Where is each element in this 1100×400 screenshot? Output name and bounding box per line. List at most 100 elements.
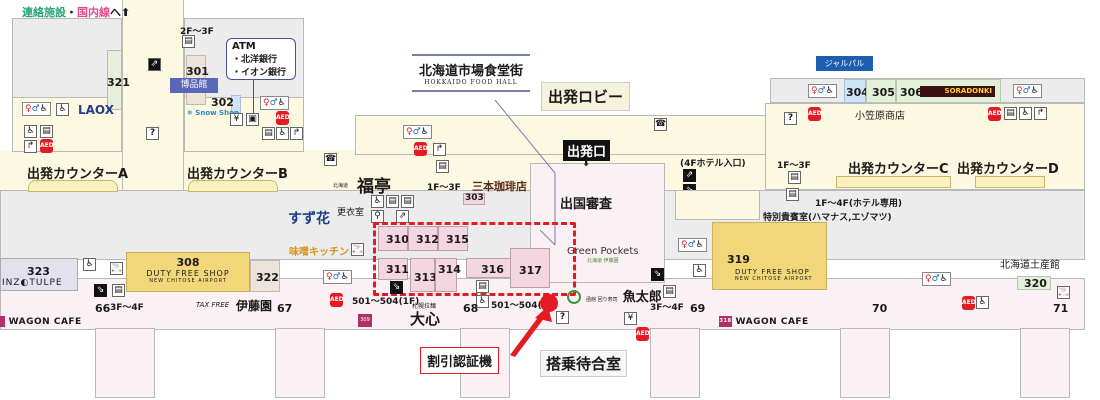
badge-307-icon (0, 316, 5, 327)
shop-303[interactable] (463, 193, 485, 205)
ogasawara-label[interactable]: 小笠原商店 (855, 111, 905, 122)
elevator-icon: ▤ (786, 188, 799, 201)
shop-315[interactable] (438, 226, 468, 251)
dreamer-logo[interactable]: ジャルパル (816, 56, 873, 71)
elevator-icon: ▤ (476, 280, 489, 293)
hakuhinkan-logo[interactable]: 博品館 (170, 78, 218, 93)
shop-315-number: 315 (446, 233, 469, 246)
wagon-cafe-west-label: WAGON CAFE (8, 317, 82, 327)
info-icon[interactable]: ? (556, 311, 569, 324)
shop-322[interactable] (250, 260, 280, 292)
departure-lobby-label: 出発ロビー (541, 82, 631, 111)
atm-bank: ・イオン銀行 (232, 68, 287, 78)
escalator-icon: ⇘ (390, 281, 403, 294)
gate-pier-70 (840, 328, 890, 398)
elevator-icon: ▤ (182, 35, 195, 48)
green-pockets-name: Green Pockets (567, 246, 639, 257)
shop-319[interactable] (712, 222, 827, 290)
sanbon-coffee-logo[interactable]: 三本珈琲店 (472, 180, 527, 193)
gate-pier-71 (1020, 328, 1070, 398)
itoen-label[interactable]: 伊藤園 (236, 299, 273, 313)
restroom-icon: ♀♂♿ (678, 238, 707, 252)
uotaro-emblem-icon (567, 289, 581, 304)
miso-kitchen-logo[interactable]: 味噌キッチン (289, 247, 349, 258)
departure-gate-label: 出発口 (563, 140, 611, 161)
shop-302-number: 302 (211, 96, 234, 109)
shop-304[interactable] (844, 79, 866, 103)
elevator-icon: ▤ (262, 127, 275, 140)
money-exchange-icon: ¥ (624, 312, 637, 325)
telephone-icon: ☎ (654, 118, 667, 131)
shop-311[interactable] (378, 258, 408, 280)
discount-validator-callout: 割引認証機 (420, 347, 500, 374)
taishin-logo[interactable]: 大心 (410, 310, 441, 328)
restroom-icon: ♀♂♿ (260, 96, 289, 110)
uotaro-prefix: 函館 回り寿司 (586, 297, 618, 303)
shop-304-number: 304 (846, 86, 869, 99)
gate-pier-69 (650, 328, 700, 398)
soradonki-logo[interactable]: SORADONKI (920, 86, 995, 97)
smoking-room-icon: 🚬 (351, 243, 364, 256)
shop-319-number: 319 (727, 253, 750, 266)
tax-free-label: TAX FREE (196, 301, 230, 309)
gate-71-number: 71 (1053, 302, 1069, 315)
atm-bank: ・北洋銀行 (232, 55, 278, 65)
shop-314-number: 314 (438, 263, 461, 276)
badge-318: 318 (719, 316, 732, 327)
fukutei-logo[interactable]: 福亭 (357, 177, 391, 197)
floor-note-1f-3f: 1F〜3F (777, 161, 811, 171)
shop-305-number: 305 (872, 86, 895, 99)
shop-314[interactable] (435, 258, 457, 292)
gate-67-number: 67 (277, 302, 293, 315)
shop-312-number: 312 (416, 233, 439, 246)
arrow-up-icon: ⬆ (121, 6, 131, 19)
duty-free-sub: NEW CHITOSE AIRPORT (149, 278, 227, 284)
insz-tulpe-logo[interactable]: INZ◐TULPE (2, 278, 63, 288)
shop-317[interactable] (510, 248, 550, 288)
aed-icon: AED (414, 142, 428, 156)
shop-308[interactable]: 308 DUTY FREE SHOP NEW CHITOSE AIRPORT (126, 252, 250, 292)
wheelchair-icon: ♿ (24, 125, 37, 138)
wagon-cafe-east[interactable]: 318 WAGON CAFE (719, 316, 809, 327)
shop-302[interactable] (231, 95, 241, 113)
elevator-icon: ▤ (112, 284, 125, 297)
uotaro-name: 魚太郎 (622, 290, 662, 305)
wagon-cafe-west[interactable]: WAGON CAFE (0, 316, 82, 327)
smoking-area-icon: ↱ (24, 140, 37, 153)
smoking-area-icon: ↱ (1034, 107, 1047, 120)
shop-305[interactable] (866, 79, 896, 103)
duty-free-sub: NEW CHITOSE AIRPORT (735, 276, 813, 282)
shop-313-number: 313 (414, 271, 437, 284)
badge-309[interactable]: 309 (358, 314, 372, 327)
info-icon[interactable]: ? (784, 112, 797, 125)
green-pockets-sub: 北海道 伊藤園 (586, 258, 619, 264)
info-icon[interactable]: ? (146, 127, 159, 140)
green-pockets-logo[interactable]: Green Pockets 北海道 伊藤園 (567, 246, 638, 264)
nursing-room-icon: ♿ (56, 103, 69, 116)
shop-320[interactable] (1017, 276, 1051, 290)
restroom-icon: ♀♂♿ (808, 84, 837, 98)
smoking-area-icon: ↱ (290, 127, 303, 140)
shop-310[interactable] (378, 226, 408, 251)
discount-validator-location[interactable] (540, 294, 558, 312)
laox-logo[interactable]: LAOX (78, 103, 114, 117)
counter-b-desk (188, 180, 278, 192)
shop-313[interactable] (410, 258, 435, 292)
smoking-room-icon: 🚬 (1057, 286, 1070, 299)
gate-pier-67 (275, 328, 325, 398)
counter-d-label: 出発カウンターD (957, 162, 1059, 177)
boarding-lounge-label: 搭乗待合室 (540, 350, 628, 377)
nursing-room-icon: ♿ (693, 264, 706, 277)
shop-323[interactable] (0, 258, 78, 291)
snow-shop-logo[interactable]: ❄ Snow Shop (187, 109, 239, 117)
shop-321[interactable] (107, 50, 122, 110)
smoking-area-icon: ↱ (433, 143, 446, 156)
immigration-label: 出国審査 (560, 197, 613, 212)
suzuka-logo[interactable]: すず花 (288, 211, 330, 227)
shop-312[interactable] (408, 226, 438, 251)
fukutei-prefix: 北海道 (333, 183, 349, 189)
uotaro-logo[interactable]: 函館 回り寿司 魚太郎 (567, 286, 662, 305)
aed-icon: AED (988, 107, 1002, 121)
elevator-icon: ▤ (401, 195, 414, 208)
